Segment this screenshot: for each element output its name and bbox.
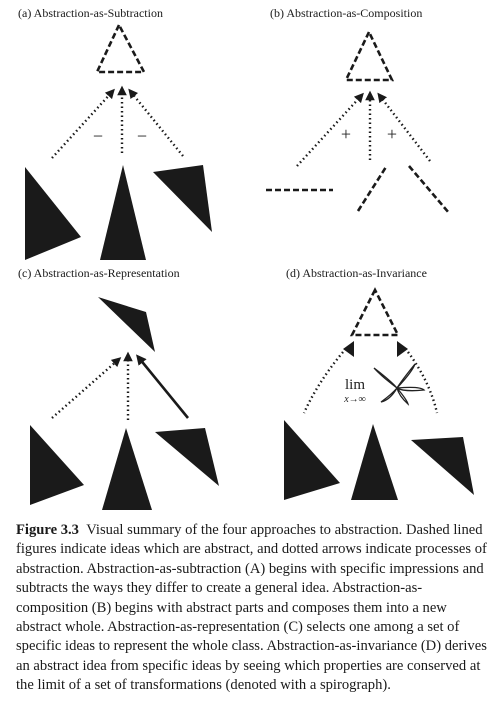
specific-triangle-right [153, 165, 212, 232]
abstract-part-diagonal-right [408, 165, 450, 214]
abstract-part-diagonal-left [356, 166, 388, 212]
arrowhead-left [343, 341, 354, 357]
specific-triangle-center [100, 165, 146, 260]
dotted-curve-right [407, 351, 439, 414]
plus-sign-right: + [387, 124, 397, 144]
panel-a-title: (a) Abstraction-as-Subtraction [18, 6, 163, 20]
panel-a: − − [25, 22, 212, 260]
dotted-arrow-right [377, 92, 431, 162]
minus-sign-left: − [93, 126, 103, 146]
specific-triangle-center [351, 424, 398, 500]
panel-c [30, 297, 219, 510]
figure-label: Figure 3.3 [16, 522, 79, 538]
specific-triangle-center [102, 428, 152, 510]
specific-triangle-right [155, 428, 219, 486]
specific-triangle-left [25, 167, 81, 260]
minus-sign-right: − [137, 126, 147, 146]
abstract-invariant-triangle [349, 287, 401, 337]
specific-triangle-left [30, 425, 84, 505]
panel-d-title: (d) Abstraction-as-Invariance [286, 266, 427, 280]
dotted-curve-left [302, 351, 344, 414]
caption-text: Visual summary of the four approaches to… [16, 522, 487, 694]
abstract-idea-triangle [94, 22, 147, 74]
lim-label: lim [345, 377, 365, 393]
abstraction-diagram: − − + + lim x→∞ [25, 22, 474, 510]
panel-b: + + [266, 28, 450, 214]
dotted-arrow-left [51, 88, 115, 159]
dotted-arrow-left [296, 92, 364, 167]
panel-b-title: (b) Abstraction-as-Composition [270, 6, 423, 20]
specific-triangle-right [411, 437, 474, 495]
panel-c-title: (c) Abstraction-as-Representation [18, 266, 180, 280]
lim-subscript: x→∞ [343, 394, 366, 405]
dotted-arrow-right [128, 88, 184, 157]
panel-d: lim x→∞ [284, 287, 474, 500]
selected-triangle [98, 297, 155, 352]
figure-caption: Figure 3.3 Visual summary of the four ap… [16, 521, 488, 696]
specific-triangle-left [284, 420, 340, 500]
plus-sign-left: + [341, 124, 351, 144]
arrowhead-right [397, 341, 408, 357]
dotted-arrow-left [51, 357, 122, 419]
abstract-whole-triangle [343, 28, 395, 82]
spirograph-icon [373, 363, 426, 406]
solid-arrow-right [136, 354, 190, 419]
